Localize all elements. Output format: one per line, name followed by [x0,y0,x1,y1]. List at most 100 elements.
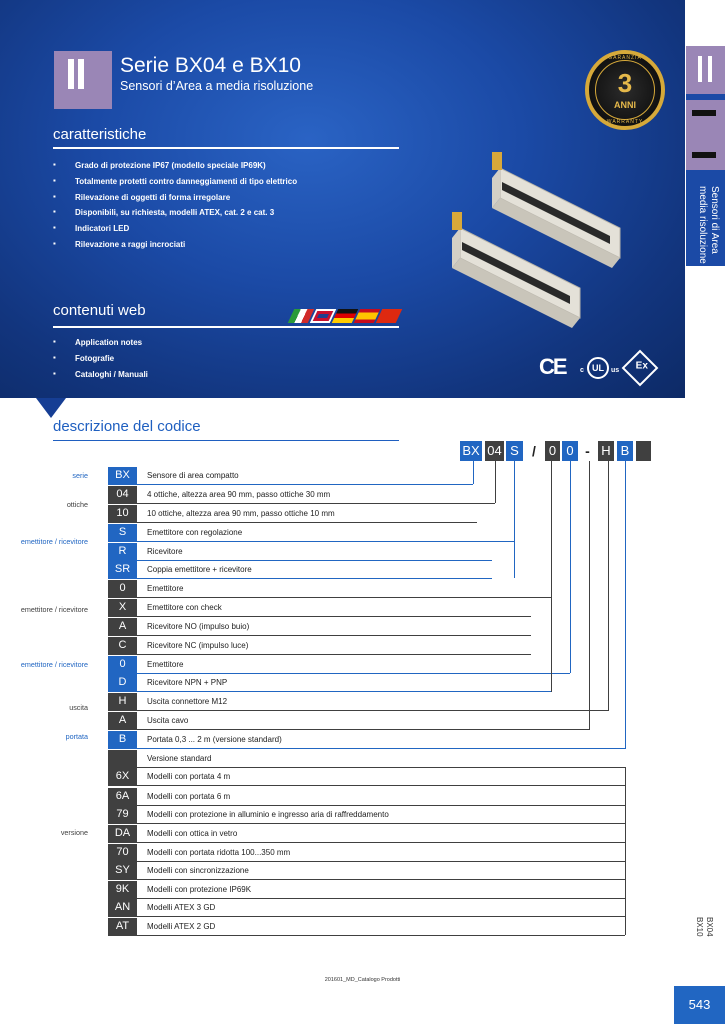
row-description: Emettitore con check [147,603,222,612]
row-description: Modelli ATEX 3 GD [147,903,216,912]
row-leader-line [108,805,625,806]
features-item: Disponibili, su richiesta, modelli ATEX,… [53,207,297,224]
row-code: 10 [108,505,137,522]
row-description: Versione standard [147,754,212,763]
ul-us-text: us [611,367,620,374]
badge-bottom-text: WARRANTY [606,119,644,125]
code-segment: H [598,441,614,461]
row-description: Modelli con portata 4 m [147,772,231,781]
row-code: AN [108,899,137,916]
product-image [452,152,621,328]
code-segment [636,441,651,461]
group-label: emettitore / ricevitore [20,660,88,669]
row-description: Emettitore [147,660,184,669]
code-connector-line [514,461,515,578]
row-code: SY [108,862,137,879]
sensor-bottom-image [452,212,581,328]
group-label: portata [65,732,88,741]
row-code: 6A [108,788,137,805]
row-leader-line [108,879,625,880]
code-connector-line [551,461,552,692]
row-description: Modelli con protezione IP69K [147,885,252,894]
row-code: R [108,543,137,560]
row-leader-line [108,503,495,504]
code-description-heading: descrizione del codice [53,418,201,435]
language-flags [287,305,403,327]
row-description: Emettitore [147,584,184,593]
sensor-top-image [492,152,621,268]
row-description: Modelli ATEX 2 GD [147,922,216,931]
ul-mark-icon: c UL us [580,357,624,379]
code-connector-line [473,461,474,484]
code-connector-line [608,461,609,711]
code-separator: / [532,443,536,459]
features-item: Totalmente protetti contro danneggiament… [53,176,297,193]
row-description: Portata 0,3 ... 2 m (versione standard) [147,735,282,744]
group-label: ottiche [66,500,88,509]
row-code: AT [108,918,137,935]
side-sensor-icon [686,100,725,170]
row-leader-line [108,823,625,824]
features-heading: caratteristiche [53,126,147,143]
group-label: uscita [69,703,88,712]
page-subtitle: Sensori d’Area a media risoluzione [120,79,314,93]
row-code: 04 [108,486,137,503]
hero-notch [36,398,66,418]
side-tab-label: Sensori di Area media risoluzione [696,186,720,264]
row-leader-line [108,654,531,655]
row-leader-line [108,484,473,485]
row-code: C [108,637,137,654]
row-description: Emettitore con regolazione [147,528,243,537]
row-leader-line [108,691,551,692]
web-item: Cataloghi / Manuali [53,369,148,386]
row-code: 0 [108,580,137,597]
web-item: Fotografie [53,353,148,370]
row-description: Modelli con portata ridotta 100...350 mm [147,848,291,857]
code-connector-line [625,461,626,749]
group-label: versione [60,828,88,837]
row-code: S [108,524,137,541]
row-leader-line [108,560,492,561]
row-leader-line [108,898,625,899]
row-leader-line [108,861,625,862]
version-bracket-line [625,767,626,935]
code-segment: 0 [545,441,560,461]
row-code: X [108,599,137,616]
row-leader-line [108,729,589,730]
features-list: Grado di protezione IP67 (modello specia… [53,160,297,256]
badge-top-text: GARANZIA [608,55,642,61]
features-item: Indicatori LED [53,223,297,240]
row-code: D [108,674,137,691]
row-description: Modelli con ottica in vetro [147,829,238,838]
row-description: Uscita connettore M12 [147,697,228,706]
row-code: A [108,618,137,635]
row-leader-line [108,522,477,523]
code-segment: 04 [485,441,504,461]
row-description: Ricevitore NO (impulso buio) [147,622,250,631]
row-leader-line [108,935,625,936]
row-code: 6X [108,768,137,785]
row-description: Ricevitore [147,547,183,556]
row-leader-line [108,842,625,843]
row-code: DA [108,825,137,842]
web-list: Application notesFotografieCataloghi / M… [53,337,148,386]
row-description: Modelli con protezione in alluminio e in… [147,810,389,819]
flag-china-icon [375,309,403,323]
group-label: emettitore / ricevitore [20,537,88,546]
code-segment: 0 [562,441,578,461]
row-code: BX [108,467,137,484]
side-tab-line1: Sensori di Area [709,186,720,254]
row-code: SR [108,561,137,578]
row-code: 0 [108,656,137,673]
row-description: Modelli con portata 6 m [147,792,231,801]
row-code: 79 [108,806,137,823]
page-number: 543 [674,986,725,1024]
row-code: H [108,693,137,710]
code-connector-line [589,461,590,730]
row-code: 9K [108,881,137,898]
row-description: Ricevitore NC (impulso luce) [147,641,249,650]
footer-text: 201601_MD_Catalogo Prodotti [324,977,401,983]
series-logo [54,51,112,109]
row-description: Uscita cavo [147,716,189,725]
code-segment: BX [460,441,482,461]
